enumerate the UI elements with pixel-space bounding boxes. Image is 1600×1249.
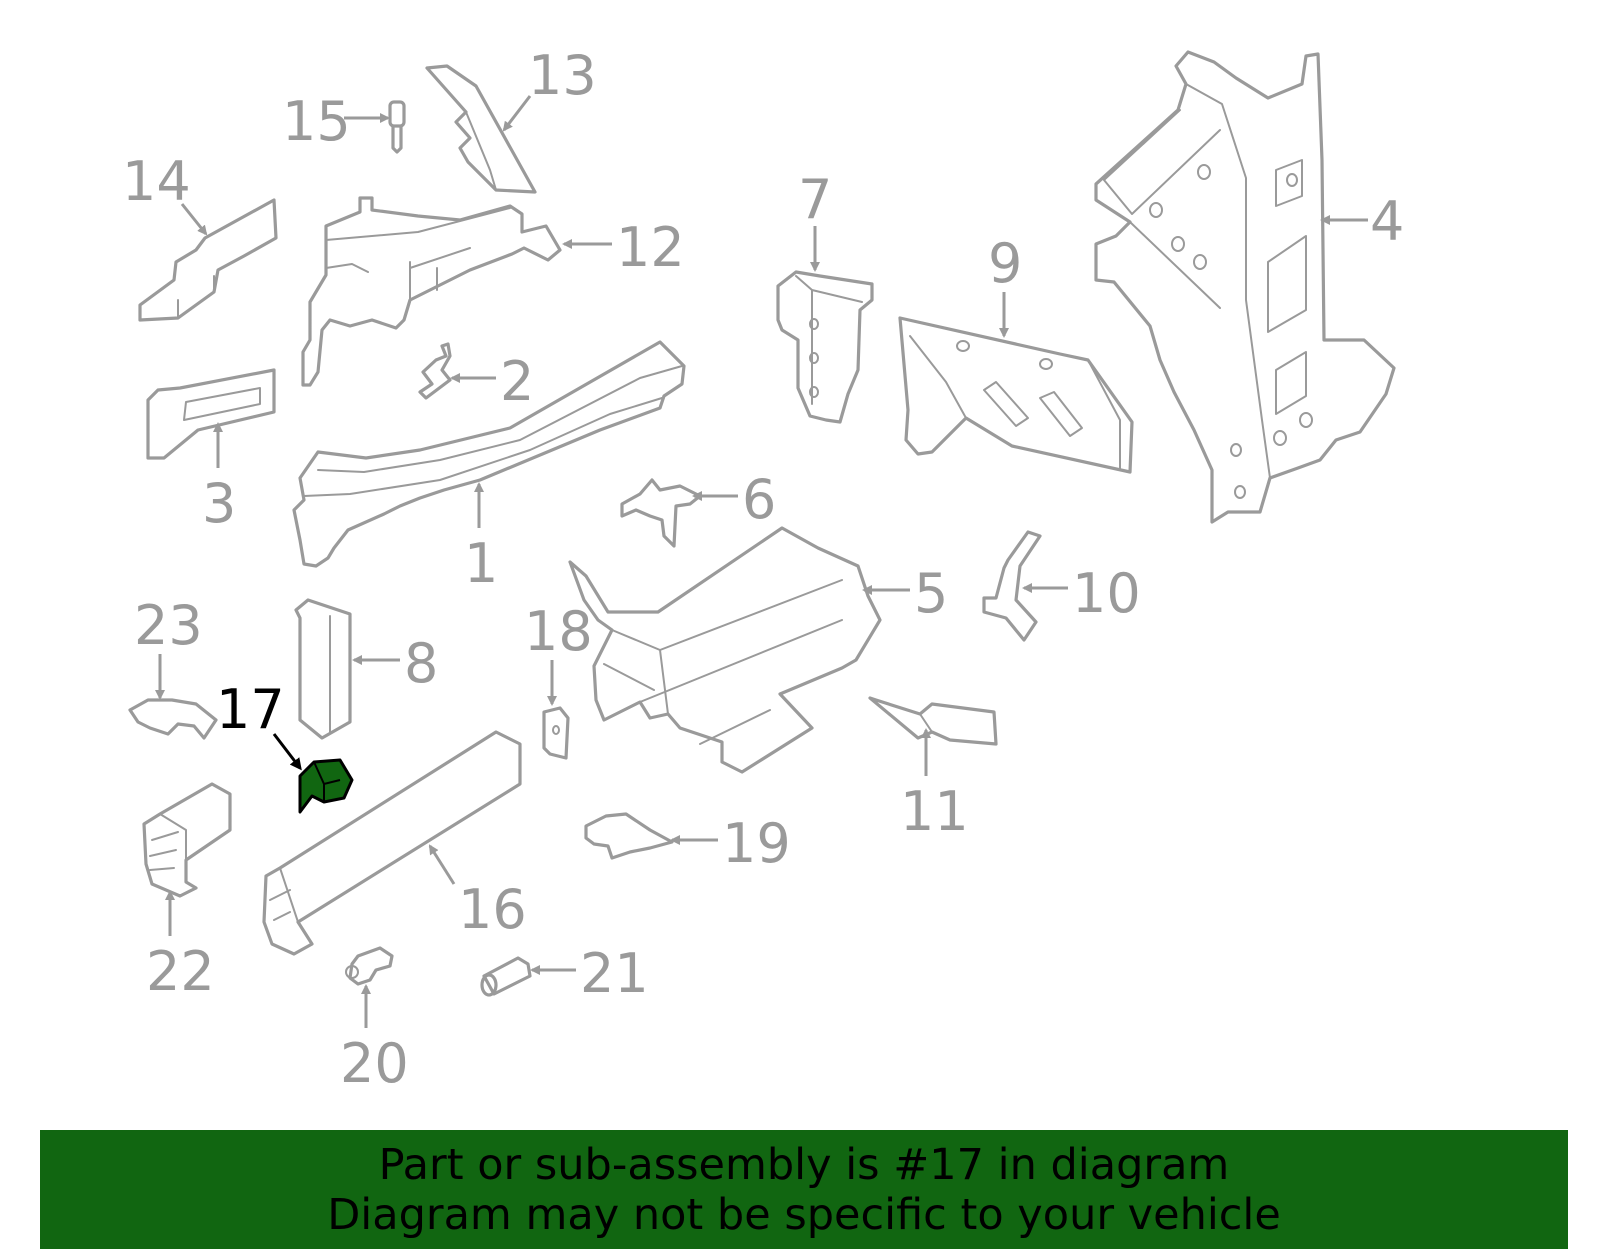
callout-21: 21 [580, 942, 649, 1005]
leader-16 [428, 844, 456, 885]
part-22-shape[interactable] [142, 782, 232, 898]
callout-22: 22 [146, 940, 215, 1003]
part-13-shape[interactable] [425, 64, 537, 194]
callout-4: 4 [1370, 190, 1404, 253]
part-7-shape[interactable] [776, 270, 874, 424]
callout-18: 18 [524, 600, 593, 663]
part-10-shape[interactable] [982, 530, 1042, 642]
leader-13 [502, 95, 532, 132]
part-1-shape[interactable] [292, 340, 686, 568]
part-18-shape[interactable] [542, 706, 570, 760]
part-11-shape[interactable] [868, 696, 998, 746]
part-12-shape[interactable] [301, 196, 562, 387]
part-2-shape[interactable] [418, 342, 452, 400]
part-5-shape[interactable] [568, 526, 882, 774]
callout-5: 5 [914, 562, 948, 625]
part-17-shape[interactable] [298, 758, 354, 814]
part-info-banner: Part or sub-assembly is #17 in diagram D… [40, 1130, 1568, 1249]
callout-1: 1 [464, 532, 498, 595]
callout-10: 10 [1072, 562, 1141, 625]
callout-16: 16 [458, 878, 527, 941]
callout-6: 6 [742, 468, 776, 531]
part-20-shape[interactable] [345, 946, 394, 986]
leader-14 [180, 203, 208, 236]
part-15-shape[interactable] [388, 100, 406, 154]
parts-diagram: 13 15 14 12 7 9 4 2 3 1 6 5 10 23 8 18 1… [122, 44, 1404, 1095]
leader-17 [272, 733, 302, 771]
callout-23: 23 [134, 594, 203, 657]
callout-13: 13 [528, 44, 597, 107]
part-9-shape[interactable] [898, 316, 1134, 474]
callout-15: 15 [282, 90, 351, 153]
callout-19: 19 [722, 812, 791, 875]
part-4-shape[interactable] [1094, 50, 1396, 524]
callout-20: 20 [340, 1032, 409, 1095]
part-8-shape[interactable] [294, 598, 352, 740]
callout-8: 8 [404, 632, 438, 695]
callout-12: 12 [616, 216, 685, 279]
banner-line-part: Part or sub-assembly is #17 in diagram [378, 1140, 1230, 1190]
callout-2: 2 [500, 350, 534, 413]
callout-7: 7 [798, 168, 832, 231]
callout-17: 17 [216, 678, 285, 741]
callout-14: 14 [122, 150, 191, 213]
part-21-shape[interactable] [480, 956, 532, 997]
part-14-shape[interactable] [138, 198, 278, 322]
part-23-shape[interactable] [128, 698, 218, 740]
part-6-shape[interactable] [620, 478, 702, 548]
part-16-shape[interactable] [262, 730, 522, 956]
callout-3: 3 [202, 472, 236, 535]
part-3-shape[interactable] [146, 368, 276, 460]
part-19-shape[interactable] [584, 812, 674, 860]
callout-11: 11 [900, 780, 969, 843]
banner-line-disclaimer: Diagram may not be specific to your vehi… [327, 1190, 1281, 1240]
callout-9: 9 [988, 232, 1022, 295]
